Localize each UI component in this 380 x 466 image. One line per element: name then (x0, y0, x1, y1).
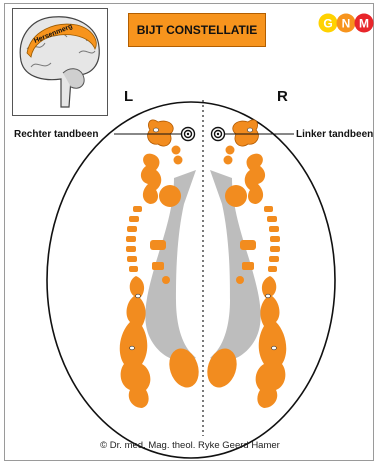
target-left-icon (182, 128, 195, 141)
copyright: © Dr. med. Mag. theol. Ryke Geerd Hamer (0, 440, 380, 451)
left-half (120, 120, 204, 408)
outer-ellipse (47, 102, 335, 458)
target-right-icon (212, 128, 225, 141)
right-half (203, 120, 287, 408)
